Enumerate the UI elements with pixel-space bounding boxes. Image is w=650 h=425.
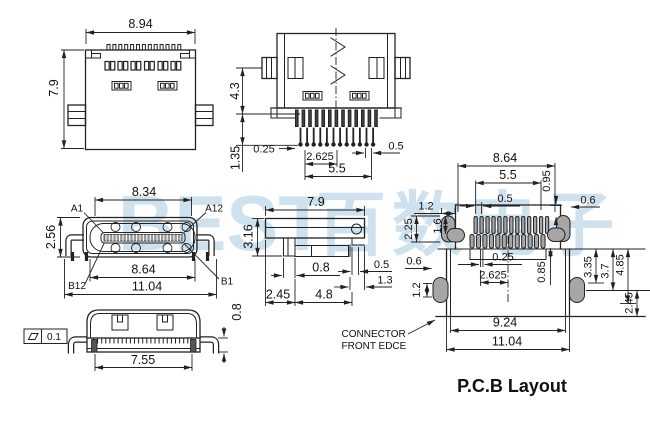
dim-profile-left: 2.45: [266, 288, 290, 302]
dim-pcb-w1: 8.64: [493, 151, 517, 165]
view-pcb: 8.64 5.5 0.5 0.95 1.2 2.25 1.6 0.6 0.6 1…: [342, 151, 650, 396]
dim-pcb-half: 2.625: [479, 270, 507, 282]
dim-pcb-offset: 0.95: [541, 170, 553, 191]
dim-pcb-padh-inner: 1.6: [432, 218, 444, 233]
dim-pcb-edge-gap: 0.85: [536, 261, 548, 282]
dim-pcb-clear-right: 0.6: [580, 195, 595, 207]
dim-section-d1: 0.25: [253, 144, 274, 156]
dim-pcb-pitch-bot: 0.25: [492, 252, 513, 264]
dim-profile-foot: 0.8: [312, 261, 329, 275]
dim-pcb-v4: 2.45: [624, 292, 636, 313]
pin-label-a12: A12: [205, 204, 223, 215]
dim-profile-step: 1.3: [377, 275, 392, 287]
pcb-caption: P.C.B Layout: [457, 376, 567, 396]
flatness-value: 0.1: [47, 332, 61, 343]
view-top: 8.94 7.9: [47, 17, 214, 151]
dim-pcb-w4: 11.04: [492, 335, 522, 349]
dim-pcb-w2: 5.5: [499, 168, 516, 182]
dim-top-width: 8.94: [128, 17, 152, 31]
view-bottom: 0.1 7.55 0.8: [23, 303, 244, 371]
dim-bottom-h: 0.8: [230, 303, 244, 320]
dim-pcb-hole-h: 1.2: [411, 282, 423, 297]
dim-profile-gap: 0.5: [374, 259, 389, 271]
dim-front-wtop: 8.34: [132, 185, 156, 199]
dim-pcb-clear-left: 0.6: [406, 256, 421, 268]
dim-section-h2: 1.35: [229, 146, 243, 170]
view-profile: 7.9 3.16 0.8 0.5 1.3 2.45 4.8: [242, 195, 393, 306]
dim-pcb-w3: 9.24: [493, 316, 517, 330]
pin-label-a1: A1: [71, 204, 84, 215]
dim-profile-w: 7.9: [307, 195, 324, 209]
dim-profile-h: 3.16: [242, 224, 256, 248]
dim-front-hleft: 2.56: [44, 225, 58, 249]
dim-section-d3: 0.5: [388, 141, 403, 153]
dim-pcb-v1: 3.35: [583, 256, 595, 277]
dim-front-wbot: 11.04: [132, 280, 162, 294]
view-front: A1 A12 B12 B1 8.34 2.56 8.64 11.04: [44, 185, 234, 299]
dim-pcb-padw: 1.2: [418, 201, 433, 213]
pin-label-b1: B1: [221, 277, 234, 288]
dim-top-height: 7.9: [47, 79, 61, 96]
dim-pcb-v3: 4.85: [615, 254, 627, 275]
dim-section-h1: 4.3: [228, 82, 242, 99]
dim-pcb-pitch-top: 0.5: [497, 193, 512, 205]
note-connector: CONNECTOR: [342, 329, 406, 340]
dim-front-wmid: 8.64: [131, 263, 155, 277]
dim-pcb-padh-outer: 2.25: [403, 218, 415, 239]
view-section: 4.3 1.35 0.25 2.625 0.5 5.5: [228, 28, 411, 180]
pin-label-b12: B12: [68, 281, 86, 292]
dim-profile-right: 4.8: [315, 288, 332, 302]
dim-pcb-v2: 3.7: [600, 263, 612, 278]
dim-section-d2: 2.625: [306, 151, 334, 163]
note-front-edge: FRONT EDCE: [342, 341, 407, 352]
watermark-cjk: 百数电子: [316, 186, 620, 264]
dim-section-d4: 5.5: [328, 162, 345, 176]
dim-bottom-w: 7.55: [131, 353, 155, 367]
